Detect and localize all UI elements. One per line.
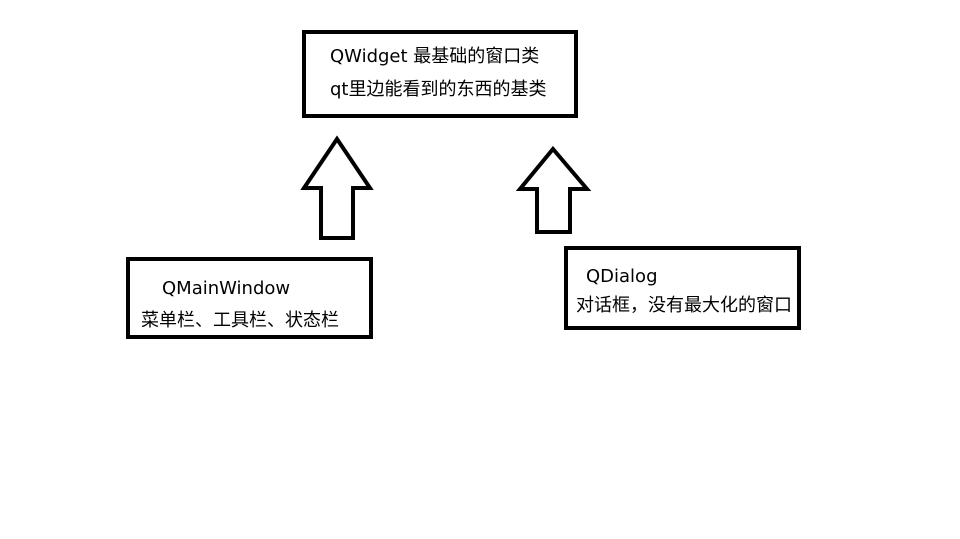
node-qdialog-title: QDialog [586, 266, 658, 287]
arrow-qdialog-to-qwidget [515, 145, 592, 234]
node-qdialog: QDialog 对话框，没有最大化的窗口 [564, 246, 801, 330]
node-qwidget-desc: qt里边能看到的东西的基类 [330, 79, 547, 100]
node-qwidget-title: QWidget 最基础的窗口类 [330, 46, 540, 67]
node-qmainwindow-desc: 菜单栏、工具栏、状态栏 [141, 310, 339, 331]
node-qdialog-desc: 对话框，没有最大化的窗口 [576, 295, 792, 316]
arrow-qmainwindow-to-qwidget [300, 135, 374, 240]
node-qwidget: QWidget 最基础的窗口类 qt里边能看到的东西的基类 [302, 30, 578, 118]
node-qmainwindow: QMainWindow 菜单栏、工具栏、状态栏 [126, 257, 373, 339]
node-qmainwindow-title: QMainWindow [162, 278, 291, 299]
